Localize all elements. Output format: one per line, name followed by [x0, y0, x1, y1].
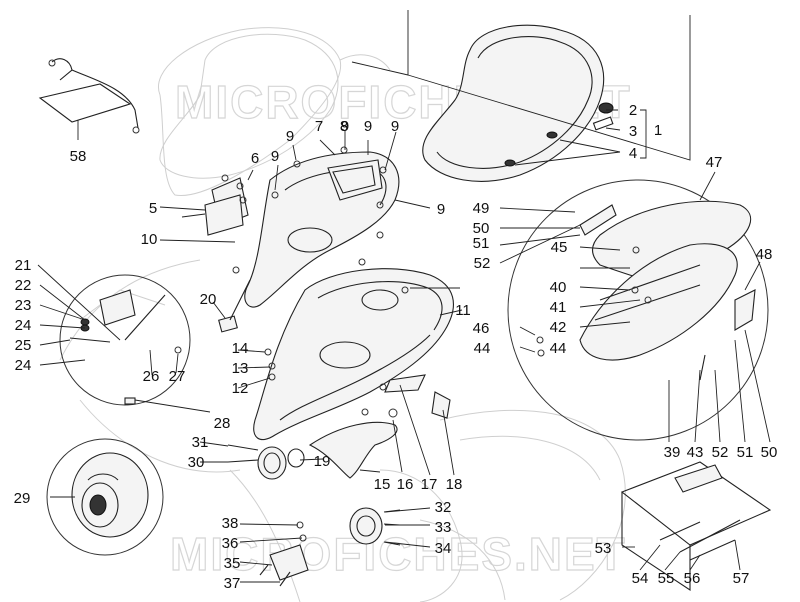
lock-assembly	[227, 444, 305, 480]
callout-47: 47	[706, 154, 723, 171]
callout-28: 28	[214, 415, 231, 432]
callout-33: 33	[435, 519, 452, 536]
callout-44: 44	[550, 340, 567, 357]
inset-detail-lock	[46, 438, 164, 556]
callout-50: 50	[761, 444, 778, 461]
seat-latch	[218, 279, 251, 333]
callout-56: 56	[684, 570, 701, 587]
callout-9: 9	[271, 148, 279, 165]
ghost-seat-left	[159, 33, 339, 179]
callout-26: 26	[143, 368, 160, 385]
callout-43: 43	[687, 444, 704, 461]
callout-52: 52	[712, 444, 729, 461]
callout-44: 44	[474, 340, 491, 357]
rear-trim-piece	[308, 421, 398, 479]
callout-19: 19	[314, 453, 331, 470]
upper-helmet-tray	[232, 146, 400, 308]
inset-detail-left	[59, 274, 191, 406]
callout-50: 50	[473, 220, 490, 237]
callout-45: 45	[551, 239, 568, 256]
callout-32: 32	[435, 499, 452, 516]
callout-51: 51	[737, 444, 754, 461]
callout-37: 37	[224, 575, 241, 592]
callout-9: 9	[364, 118, 372, 135]
callout-11: 11	[455, 302, 471, 319]
callout-23: 23	[15, 297, 32, 314]
callout-29: 29	[14, 490, 31, 507]
callout-15: 15	[374, 476, 391, 493]
callout-12: 12	[232, 380, 249, 397]
callout-25: 25	[15, 337, 32, 354]
callout-49: 49	[473, 200, 490, 217]
inset-detail-right	[507, 179, 769, 441]
callout-7: 7	[315, 118, 323, 135]
callout-18: 18	[446, 476, 463, 493]
watermark-bottom: MICROFICHES.NET	[170, 528, 627, 580]
callout-4: 4	[629, 145, 637, 162]
main-helmet-compartment	[253, 231, 454, 440]
callout-40: 40	[550, 279, 567, 296]
callout-16: 16	[397, 476, 414, 493]
callout-9: 9	[286, 128, 294, 145]
callout-54: 54	[632, 570, 649, 587]
callout-52: 52	[474, 255, 491, 272]
callout-51: 51	[473, 235, 490, 252]
callout-38: 38	[222, 515, 239, 532]
callout-57: 57	[733, 570, 750, 587]
callout-14: 14	[232, 340, 249, 357]
callout-22: 22	[15, 277, 32, 294]
callout-53: 53	[595, 540, 612, 557]
callout-41: 41	[550, 299, 567, 316]
callout-1: 1	[654, 122, 662, 139]
top-seat-border	[351, 10, 691, 161]
callout-17: 17	[421, 476, 438, 493]
callout-9: 9	[437, 201, 445, 218]
callout-2: 2	[629, 102, 637, 119]
callout-24: 24	[15, 357, 32, 374]
callout-35: 35	[224, 555, 241, 572]
callout-20: 20	[200, 291, 217, 308]
callout-24: 24	[15, 317, 32, 334]
callout-30: 30	[188, 454, 205, 471]
callout-31: 31	[192, 434, 209, 451]
callout-48: 48	[756, 246, 773, 263]
seat-assembly-top	[422, 24, 614, 182]
seat-hinge	[181, 174, 249, 236]
tool-kit	[620, 461, 772, 592]
callout-58: 58	[70, 148, 87, 165]
callout-9: 9	[341, 118, 349, 135]
callout-6: 6	[251, 150, 259, 167]
rear-lock-32-34	[349, 507, 401, 546]
callout-39: 39	[664, 444, 681, 461]
callout-9: 9	[391, 118, 399, 135]
callout-36: 36	[222, 535, 239, 552]
callout-46: 46	[473, 320, 490, 337]
callout-55: 55	[658, 570, 675, 587]
lower-bracket-35-38	[259, 521, 309, 587]
seat-cover-bag	[38, 58, 140, 134]
callout-8: 8	[340, 118, 348, 135]
callout-3: 3	[629, 123, 637, 140]
callout-34: 34	[435, 540, 452, 557]
callout-13: 13	[232, 360, 249, 377]
cover-plates	[361, 374, 451, 419]
callout-10: 10	[141, 231, 158, 248]
callout-21: 21	[15, 257, 32, 274]
callout-leader-lines	[37, 109, 771, 583]
callout-5: 5	[149, 200, 157, 217]
callout-27: 27	[169, 368, 186, 385]
callout-42: 42	[550, 319, 567, 336]
